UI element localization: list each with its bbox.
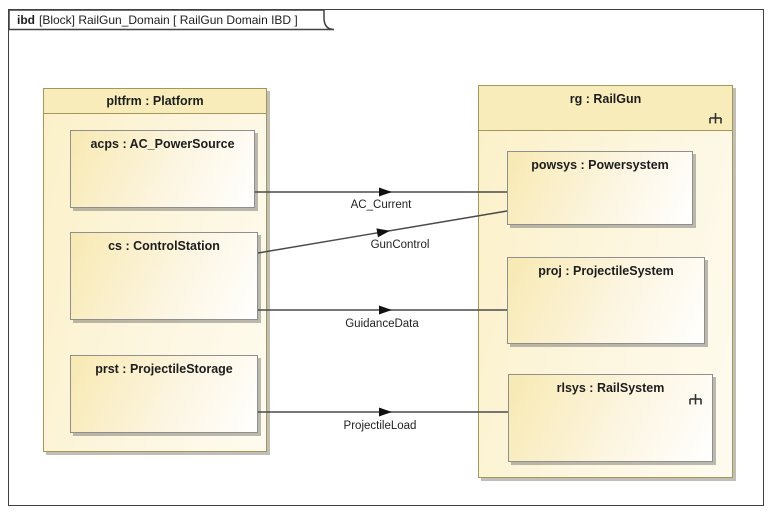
part-label: acps : AC_PowerSource xyxy=(90,137,235,151)
part-label: rlsys : RailSystem xyxy=(556,381,665,395)
part-acps-ac-powersource[interactable]: acps : AC_PowerSource xyxy=(70,130,255,208)
diagram-kind-keyword: ibd xyxy=(17,13,35,27)
connector-label-guidance-data[interactable]: GuidanceData xyxy=(345,318,419,330)
part-powsys-powersystem[interactable]: powsys : Powersystem xyxy=(507,151,693,225)
diagram-frame xyxy=(8,9,764,506)
connector-label-ac-current[interactable]: AC_Current xyxy=(350,199,412,211)
composite-structure-icon xyxy=(688,393,703,408)
part-label: proj : ProjectileSystem xyxy=(538,264,674,278)
composite-structure-icon xyxy=(708,112,723,127)
diagram-title-text: [Block] RailGun_Domain [ RailGun Domain … xyxy=(39,13,298,27)
part-cs-controlstation[interactable]: cs : ControlStation xyxy=(70,232,258,320)
part-proj-projectilesystem[interactable]: proj : ProjectileSystem xyxy=(507,257,705,344)
part-rlsys-railsystem[interactable]: rlsys : RailSystem xyxy=(508,374,713,462)
connector-label-gun-control[interactable]: GunControl xyxy=(370,239,430,251)
part-label: cs : ControlStation xyxy=(108,239,220,253)
block-platform-header[interactable]: pltfrm : Platform xyxy=(44,89,266,114)
part-label: prst : ProjectileStorage xyxy=(95,362,233,376)
part-label: powsys : Powersystem xyxy=(531,158,669,172)
block-railgun-label: rg : RailGun xyxy=(569,92,642,106)
block-railgun-header[interactable]: rg : RailGun xyxy=(479,86,732,131)
block-platform-label: pltfrm : Platform xyxy=(106,94,204,108)
diagram-title: ibd [Block] RailGun_Domain [ RailGun Doma… xyxy=(17,12,298,29)
connector-label-projectile-load[interactable]: ProjectileLoad xyxy=(343,420,417,432)
part-prst-projectilestorage[interactable]: prst : ProjectileStorage xyxy=(70,355,258,433)
